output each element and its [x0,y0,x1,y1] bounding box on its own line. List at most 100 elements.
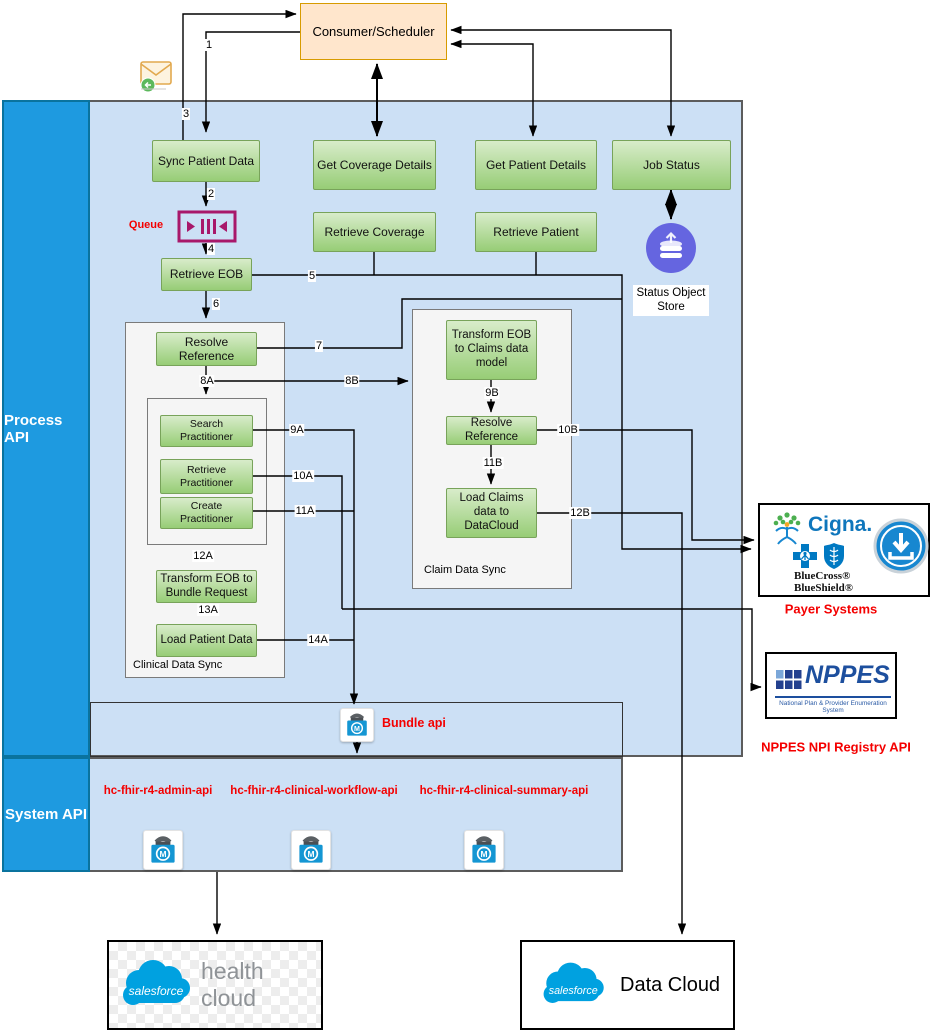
system-api-name-clinical-summary: hc-fhir-r4-clinical-summary-api [419,785,589,797]
system-api-band: System API [2,757,90,872]
node-load-claims-datacloud: Load Claims data to DataCloud [446,488,537,538]
node-resolve-reference-claims: Resolve Reference [446,416,537,445]
node-label: Load Patient Data [160,633,253,646]
step-8A: 8A [199,375,215,387]
node-label: Resolve Reference [178,334,235,363]
nppes-wordmark: NPPES [805,661,890,689]
data-cloud-label: Data Cloud [620,973,721,996]
step-11B: 11B [482,457,504,469]
node-label: Get Coverage Details [317,157,432,172]
node-label: Create Practitioner [179,500,234,525]
bluecross-icon [792,543,818,569]
nppes-rule [775,696,891,698]
node-label: Transform EOB to Bundle Request [160,572,253,599]
system-api-label: System API [5,806,87,823]
svg-text:M: M [307,849,314,859]
bluecross-text: BlueCross® [794,570,851,582]
blueshield-icon [822,542,846,570]
node-label: Job Status [643,157,700,172]
step-12B: 12B [569,507,591,519]
salesforce-wordmark: salesforce [129,984,184,998]
svg-text:M: M [159,849,166,859]
queue-label: Queue [128,219,164,231]
node-resolve-reference: Resolve Reference [156,332,257,366]
blueshield-text: BlueShield® [794,582,853,595]
node-job-status: Job Status [612,140,731,190]
process-api-region [2,100,743,757]
payer-systems-box: Cigna. BlueCross® BlueShield® [758,503,930,597]
node-label: Load Claims data to DataCloud [459,492,524,532]
salesforce-logo: salesforce [119,957,197,1013]
step-9A: 9A [289,424,305,436]
cigna-tree-icon [770,511,804,545]
step-10A: 10A [292,470,314,482]
step-14A: 14A [307,634,329,646]
step-11A: 11A [294,505,316,517]
consumer-scheduler-label: Consumer/Scheduler [312,24,435,39]
download-icon [872,517,930,575]
queue-icon [177,210,237,243]
payer-systems-label: Payer Systems [784,601,878,617]
node-transform-eob-claims: Transform EOB to Claims data model [446,320,537,380]
status-object-store-icon [645,222,697,274]
mule-icon-admin-api: M [143,830,183,870]
clinical-data-sync-label: Clinical Data Sync [133,659,223,671]
node-label: Get Patient Details [485,157,587,172]
svg-text:M: M [354,725,360,733]
step-9B: 9B [484,387,500,399]
cigna-wordmark: Cigna. [808,513,873,536]
node-label: Sync Patient Data [157,153,255,168]
system-api-name-clinical-workflow: hc-fhir-r4-clinical-workflow-api [230,785,398,797]
node-sync-patient-data: Sync Patient Data [152,140,260,182]
nppes-registry-label: NPPES NPI Registry API [761,739,911,755]
node-label: Retrieve Coverage [324,224,425,239]
nppes-box: NPPES National Plan & Provider Enumerati… [765,652,897,719]
step-13A: 13A [197,604,219,616]
step-8B: 8B [344,375,360,387]
nppes-grid-icon [776,670,802,689]
step-7: 7 [314,340,324,352]
node-create-practitioner: Create Practitioner [160,497,253,529]
node-load-patient-data: Load Patient Data [156,624,257,657]
node-get-coverage-details: Get Coverage Details [313,140,436,190]
node-label: Retrieve EOB [169,267,244,282]
node-retrieve-practitioner: Retrieve Practitioner [160,459,253,494]
node-retrieve-eob: Retrieve EOB [161,258,252,291]
email-icon [138,56,176,96]
nppes-tagline: National Plan & Provider Enumeration Sys… [779,700,887,714]
node-label: Retrieve Patient [493,224,579,239]
node-get-patient-details: Get Patient Details [475,140,597,190]
step-4: 4 [206,243,216,255]
svg-text:M: M [480,849,487,859]
node-search-practitioner: Search Practitioner [160,415,253,447]
step-3: 3 [181,108,191,120]
step-12A: 12A [192,550,214,562]
bundle-api-label: Bundle api [382,716,446,730]
health-cloud-box: salesforce health cloud [107,940,323,1030]
node-label: Resolve Reference [464,416,519,443]
health-cloud-label: health cloud [201,958,264,1011]
data-cloud-box: salesforce Data Cloud [520,940,735,1030]
node-label: Retrieve Practitioner [179,463,234,489]
mule-icon-clinical-summary-api: M [464,830,504,870]
process-api-label: Process API [4,411,63,446]
system-api-name-admin: hc-fhir-r4-admin-api [103,785,213,797]
mule-icon-clinical-workflow-api: M [291,830,331,870]
node-transform-eob-bundle: Transform EOB to Bundle Request [156,570,257,603]
bcbs-wordmark: BlueCross® BlueShield® [794,570,853,594]
status-object-store-label: Status Object Store [633,285,709,316]
bundle-api-mule-icon: M [340,708,374,742]
step-1: 1 [204,39,214,51]
node-label: Transform EOB to Claims data model [451,329,532,369]
node-retrieve-coverage: Retrieve Coverage [313,212,436,252]
claim-data-sync-label: Claim Data Sync [424,564,506,576]
process-api-band: Process API [2,100,90,757]
node-label: Search Practitioner [179,418,234,443]
step-10B: 10B [557,424,579,436]
salesforce-wordmark: salesforce [549,985,598,997]
step-5: 5 [307,270,317,282]
node-retrieve-patient: Retrieve Patient [475,212,597,252]
salesforce-logo: salesforce [540,959,610,1011]
step-6: 6 [211,298,221,310]
